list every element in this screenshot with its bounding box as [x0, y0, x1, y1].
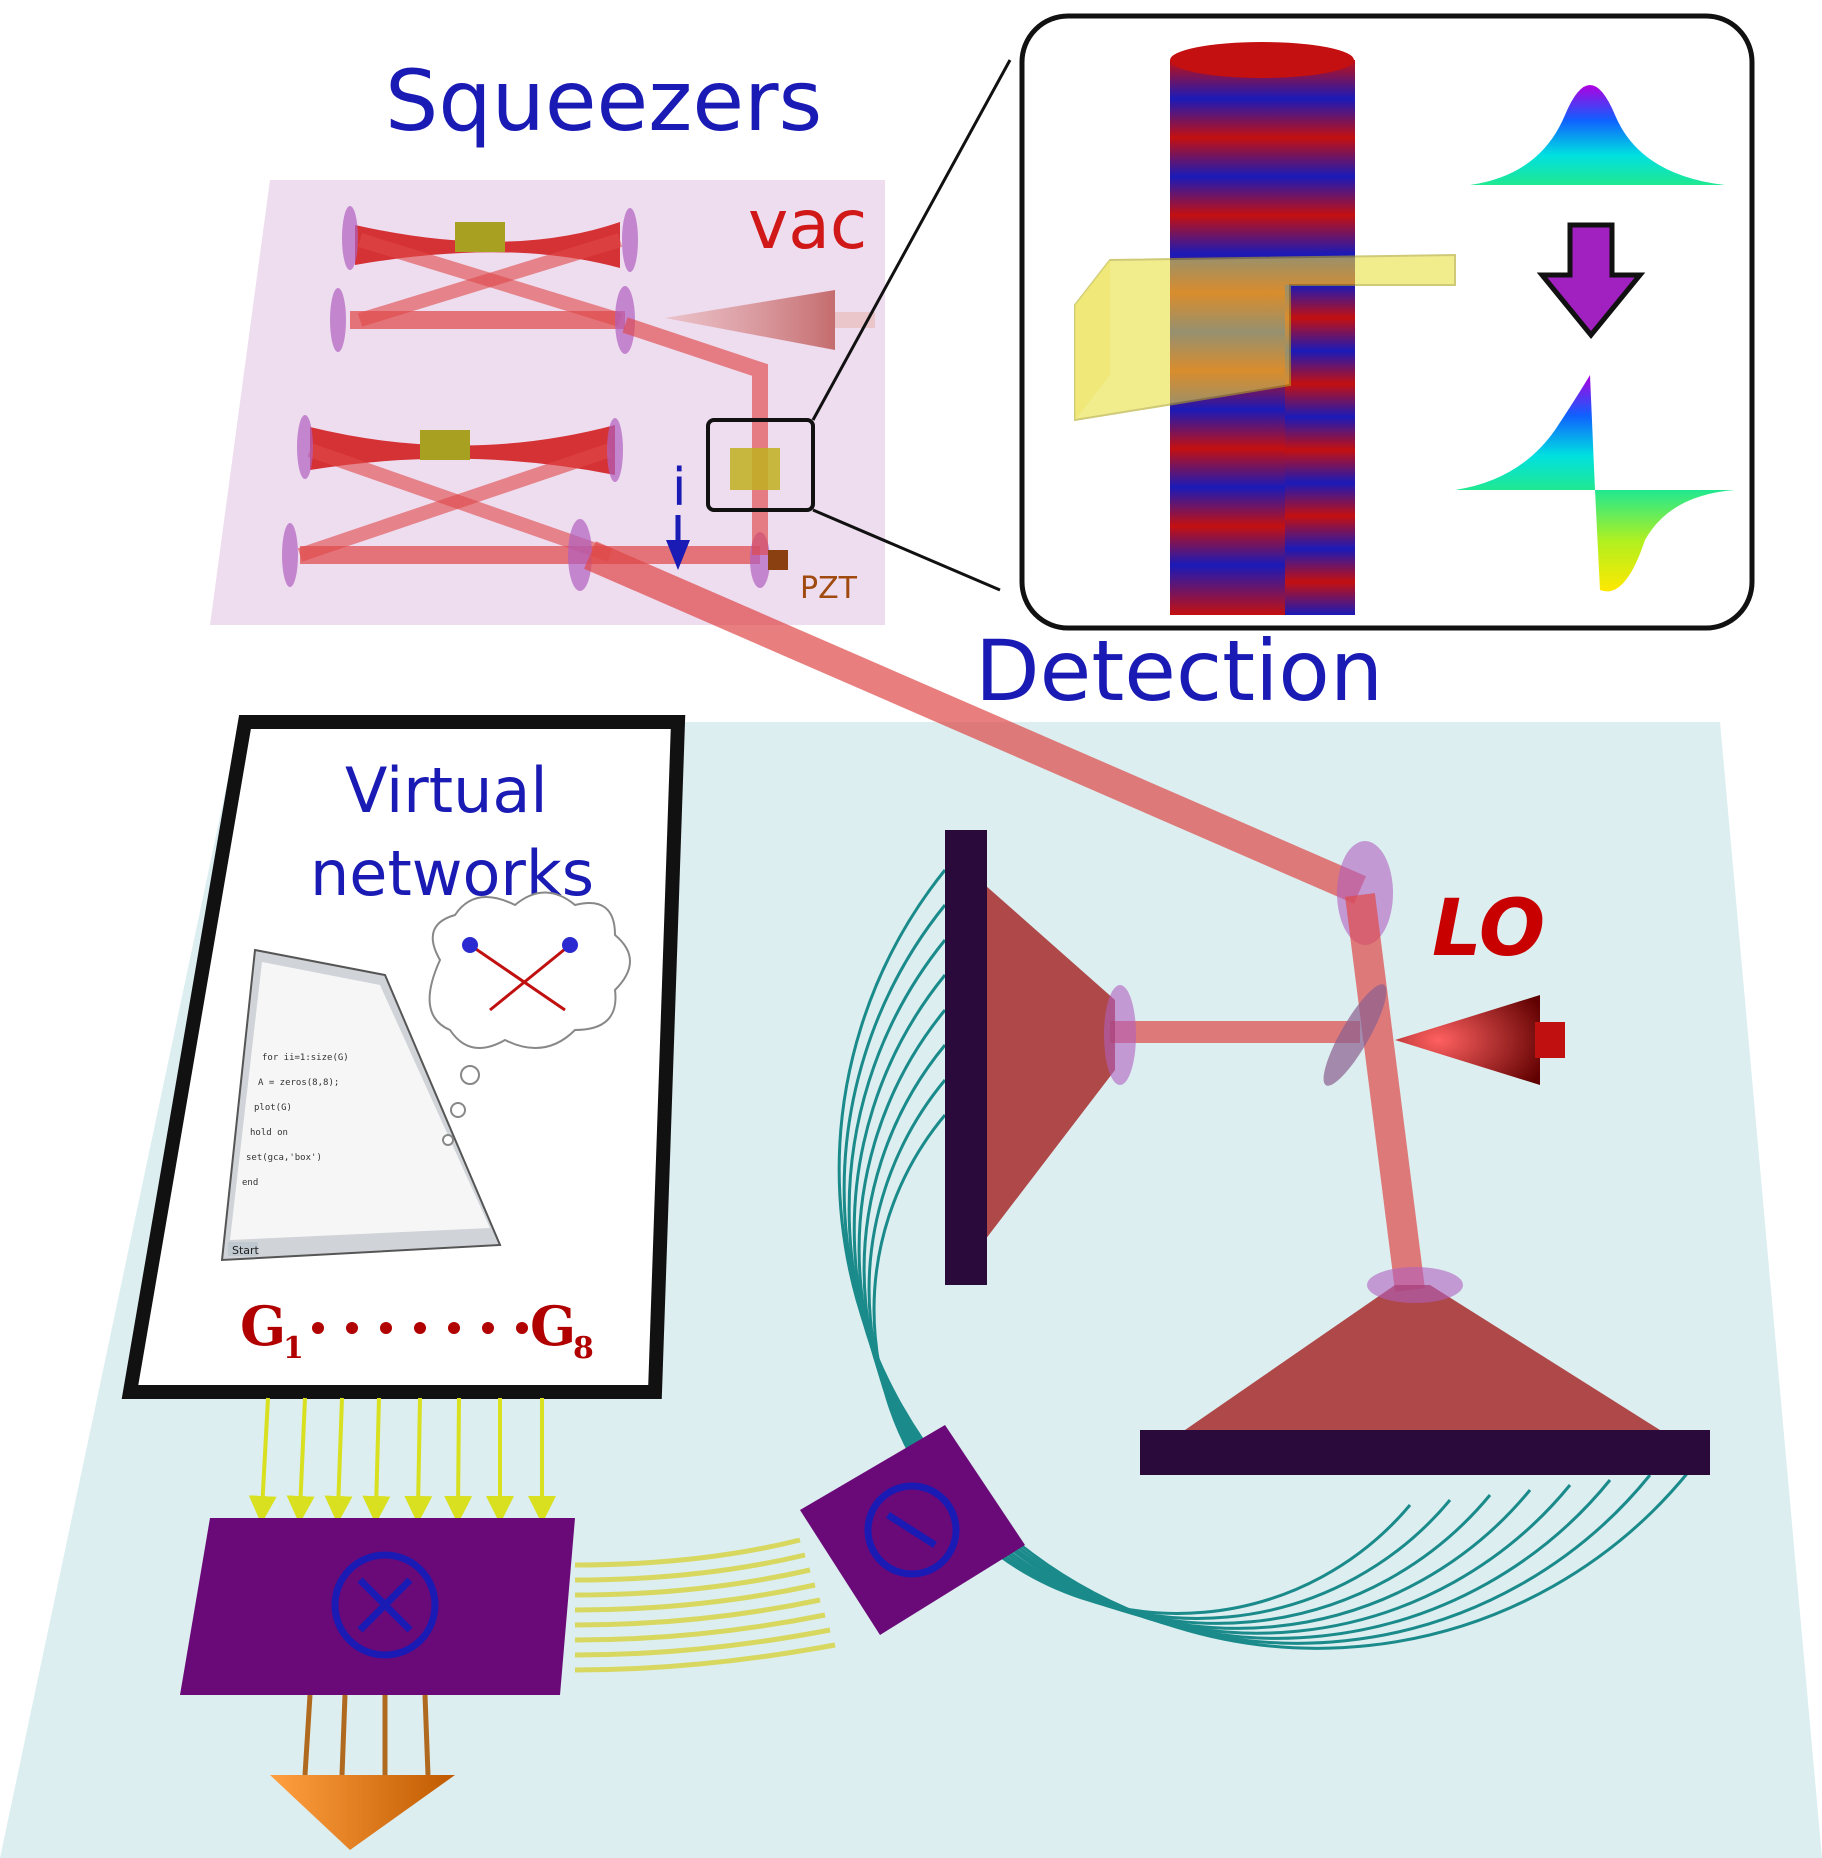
vac-beam [622, 317, 768, 555]
gaussian-icon [1470, 85, 1725, 185]
squeezer-cavity-1 [330, 206, 638, 354]
virtual-title-line1: Virtual [345, 754, 548, 827]
svg-text:set(gca,'box'): set(gca,'box') [246, 1153, 322, 1163]
phase-arrow-icon [666, 540, 690, 570]
g8-label: G [530, 1294, 576, 1358]
detection-title: Detection [975, 622, 1383, 720]
lo-cone-icon [1395, 995, 1540, 1085]
down-arrow-icon [1536, 222, 1646, 339]
squeezers-title: Squeezers [385, 52, 822, 150]
svg-text:for ii=1:size(G): for ii=1:size(G) [262, 1053, 349, 1063]
detection-inset [1019, 13, 1755, 631]
virtual-networks-panel: Virtual networks for ii=1:size(G) A = ze… [121, 715, 686, 1399]
svg-text:end: end [242, 1178, 258, 1188]
squeezer-plate [210, 180, 885, 625]
svg-text:hold on: hold on [250, 1128, 288, 1138]
vac-label: vac [748, 186, 867, 265]
detector-array-2 [1140, 1267, 1710, 1475]
cone-output-icon [270, 1775, 455, 1850]
detector-array-1 [945, 830, 1136, 1285]
g8-subscript: 8 [573, 1331, 594, 1366]
chip-wires [574, 1537, 836, 1673]
gain-arrows [248, 1397, 556, 1524]
circled-times-icon [331, 1551, 439, 1659]
beam-splitter [1323, 984, 1387, 1086]
shifted-half-cylinder [1285, 285, 1355, 615]
phase-label: i [672, 458, 686, 518]
signal-beam [584, 541, 1366, 904]
pzt-label: PZT [800, 571, 858, 606]
thought-cloud [428, 891, 631, 1049]
lo-label: LO [1432, 884, 1545, 974]
zoom-box [706, 418, 815, 512]
dots-ellipsis [312, 1322, 528, 1334]
g1-subscript: 1 [283, 1331, 304, 1366]
start-button-label: Start [232, 1244, 260, 1257]
phase-crystal [730, 448, 780, 490]
svg-text:A = zeros(8,8);: A = zeros(8,8); [258, 1078, 339, 1088]
subtract-chip [800, 1425, 1025, 1635]
circled-minus-icon [864, 1482, 960, 1578]
derivative-icon [1455, 375, 1595, 490]
svg-text:plot(G): plot(G) [254, 1103, 292, 1113]
multiply-chip [180, 1518, 575, 1695]
phase-plate [1074, 253, 1456, 422]
g1-label: G [240, 1294, 286, 1358]
vac-input-cone [665, 290, 835, 350]
output-legs [302, 1694, 431, 1776]
